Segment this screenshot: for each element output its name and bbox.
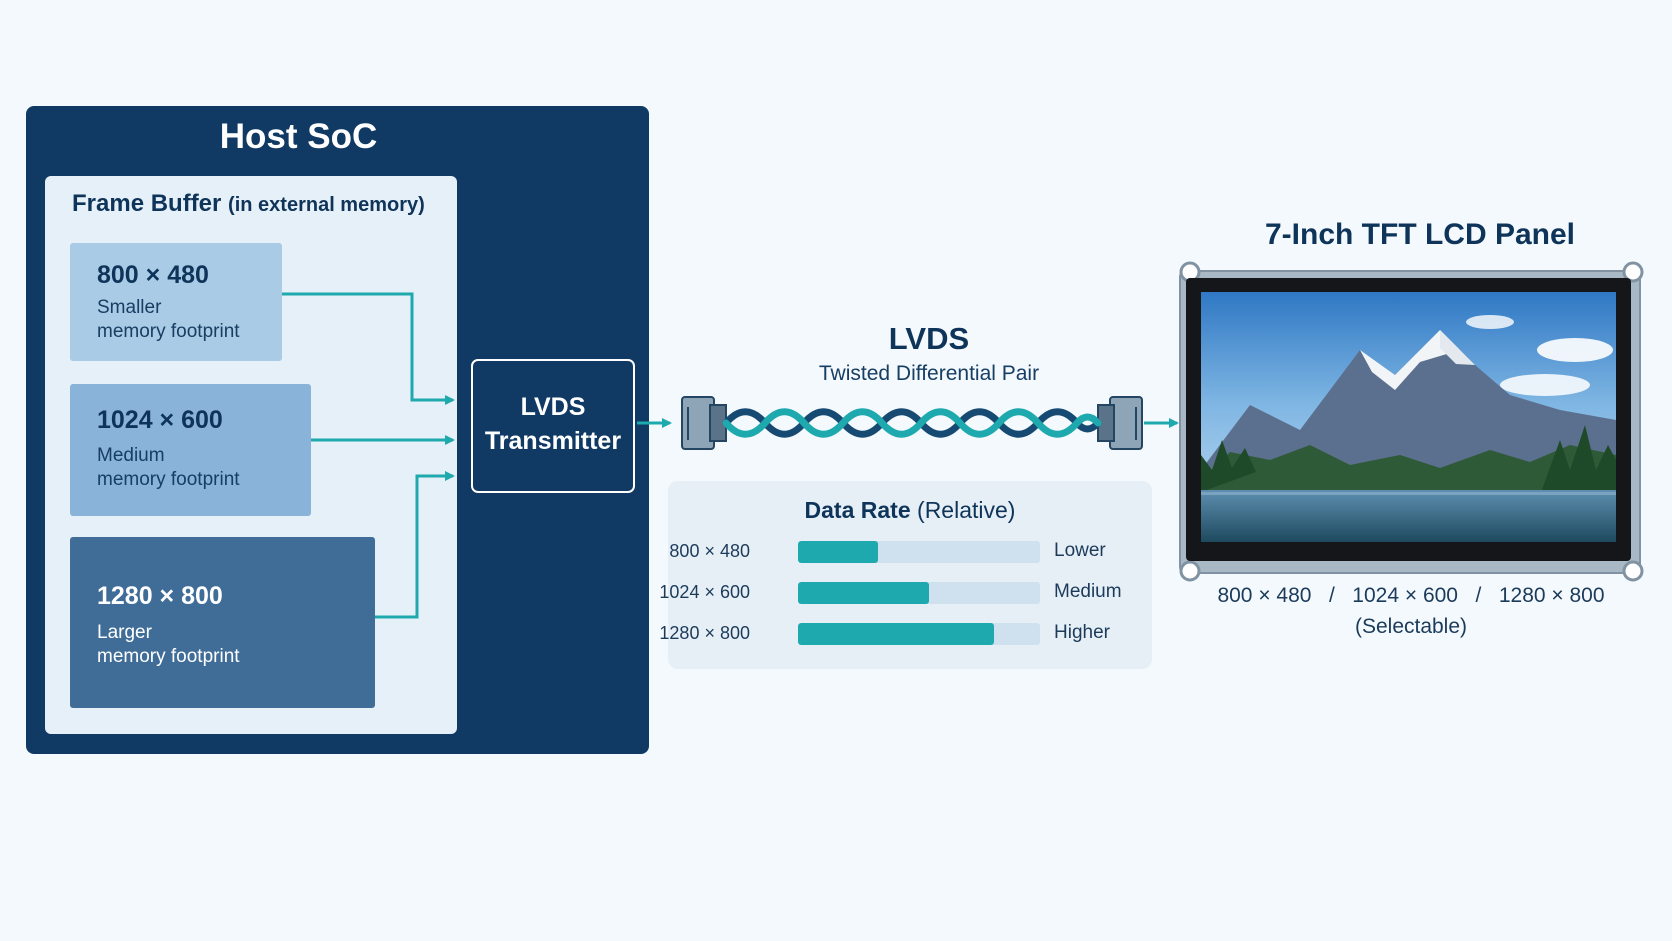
data-rate-bar-track (798, 541, 1040, 563)
lcd-panel-title: 7-Inch TFT LCD Panel (1264, 218, 1576, 251)
lvds-transmitter-label: LVDS Transmitter (484, 393, 622, 455)
cable-connector-right (1097, 396, 1143, 450)
twisted-pair-cable (722, 408, 1102, 438)
data-rate-row: 1024 × 600 Medium (659, 580, 1152, 606)
data-rate-bar-track (798, 582, 1040, 604)
lvds-link-subtitle: Twisted Differential Pair (818, 362, 1040, 385)
lcd-panel-graphic (1179, 261, 1644, 582)
connector-1280x800 (375, 471, 455, 619)
lvds-link-title: LVDS (888, 321, 970, 356)
mode-resolution: 1280 × 800 (97, 582, 223, 610)
data-rate-resolution: 1280 × 800 (659, 623, 750, 643)
buffer-connector-lines (282, 292, 455, 619)
mode-description-line1: Medium (97, 445, 165, 466)
frame-buffer-subtitle: (in external memory) (228, 194, 425, 216)
data-rate-bar-fill (798, 623, 995, 645)
mode-1024x600-box: 1024 × 600 Medium memory footprint (70, 384, 311, 516)
lcd-screen-image (1201, 292, 1616, 542)
mode-1280x800-box: 1280 × 800 Larger memory footprint (70, 537, 375, 708)
data-rate-bar-fill (798, 541, 878, 563)
mode-resolution: 800 × 480 (97, 261, 209, 289)
mode-description-line2: memory footprint (97, 646, 240, 667)
mode-description-line1: Larger (97, 622, 152, 643)
connector-800x480 (282, 292, 455, 405)
data-rate-level: Higher (1054, 622, 1110, 643)
lcd-supported-resolutions: 800 × 480 / 1024 × 600 / 1280 × 800 (1217, 584, 1605, 607)
host-soc-title: Host SoC (219, 117, 378, 156)
cable-strand-teal (722, 408, 1102, 438)
lcd-selectable-note: (Selectable) (1354, 615, 1468, 638)
data-rate-row: 800 × 480 Lower (668, 539, 1152, 565)
data-rate-title-bold: Data Rate (804, 497, 911, 523)
data-rate-title: Data Rate (Relative) (668, 497, 1152, 524)
frame-buffer-title: Frame Buffer (in external memory) (72, 190, 425, 218)
data-rate-row: 1280 × 800 Higher (659, 621, 1152, 647)
mode-description-line1: Smaller (97, 297, 162, 318)
cable-connector-left (681, 396, 727, 450)
data-rate-bar-track (798, 623, 1040, 645)
mode-description: Larger memory footprint (97, 621, 240, 669)
mode-description-line2: memory footprint (97, 469, 240, 490)
mode-resolution: 1024 × 600 (97, 406, 223, 434)
lvds-transmitter-block (471, 359, 635, 493)
data-rate-resolution: 800 × 480 (669, 541, 750, 561)
data-rate-resolution: 1024 × 600 (659, 582, 750, 602)
data-rate-title-rest: (Relative) (910, 497, 1016, 523)
mode-description-line2: memory footprint (97, 321, 240, 342)
mode-description: Smaller memory footprint (97, 296, 240, 344)
frame-buffer-label: Frame Buffer (72, 190, 222, 217)
data-rate-bar-fill (798, 582, 929, 604)
mode-800x480-box: 800 × 480 Smaller memory footprint (70, 243, 282, 361)
mode-description: Medium memory footprint (97, 444, 240, 492)
data-rate-level: Lower (1054, 540, 1106, 561)
data-rate-level: Medium (1054, 581, 1122, 602)
